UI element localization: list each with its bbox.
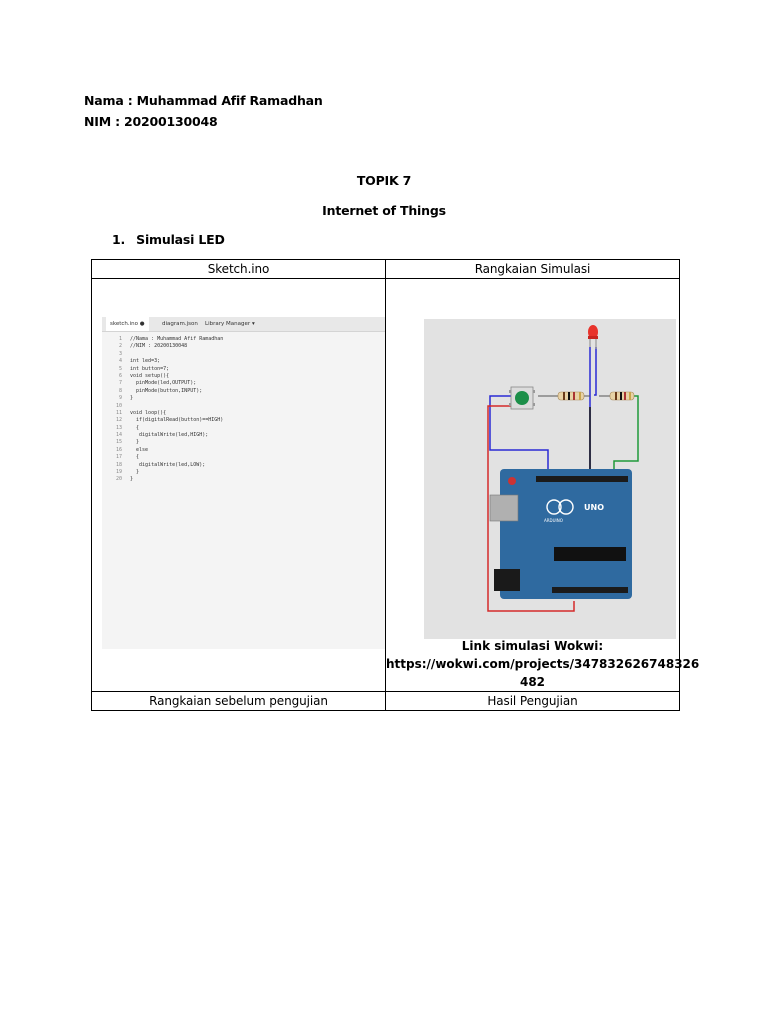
line-number: 12 [115, 417, 122, 424]
line-text: digitalWrite(led,HIGH); [130, 432, 209, 439]
topic-subtitle: Internet of Things [322, 203, 446, 218]
simulation-cell: UNO ARDUINO Link simulasi Wokwi: https:/… [385, 278, 700, 692]
section-number: 1. [112, 232, 126, 247]
line-text: else [130, 446, 149, 453]
line-text: } [130, 395, 134, 402]
push-button-component [509, 386, 535, 410]
code-line: 20} [102, 476, 385, 483]
line-text: int led=3; [130, 358, 161, 365]
topic-title: TOPIK 7 [356, 173, 412, 188]
line-text: pinMode(led,OUTPUT); [130, 380, 197, 387]
link-url-end: 482 [519, 675, 546, 689]
simulation-table: Sketch.ino Rangkaian Simulasi sketch.ino… [91, 259, 700, 711]
line-text: //Nama : Muhammad Afif Ramadhan [130, 336, 224, 342]
line-number: 19 [115, 469, 122, 476]
code-line: 13 { [102, 425, 385, 432]
resistor-2 [609, 391, 635, 401]
code-lines: 1 //Nama : Muhammad Afif Ramadhan 2 //NIM :… [102, 332, 385, 484]
link-url: https://wokwi.com/projects/3478326267483… [386, 657, 700, 671]
line-text: pinMode(button,INPUT); [130, 387, 203, 394]
line-number: 1 [118, 336, 122, 342]
circuit-image: UNO ARDUINO [424, 319, 676, 639]
line-number: 8 [118, 387, 122, 394]
code-line: 16 else [102, 447, 385, 454]
section-label: Simulasi LED [136, 232, 225, 247]
line-number: 11 [115, 409, 122, 416]
link-label: Link simulasi Wokwi: [461, 639, 604, 653]
line-number: 2 [118, 343, 122, 350]
tab-diagram: diagram.json [162, 321, 198, 327]
line-number: 16 [115, 446, 122, 453]
code-line: 9} [102, 395, 385, 402]
wokwi-link[interactable]: Link simulasi Wokwi: https://wokwi.com/p… [386, 637, 700, 691]
line-text: } [130, 476, 134, 483]
line-text: if(digitalRead(button)==HIGH) [130, 417, 224, 424]
line-number: 9 [118, 395, 122, 402]
header-before-test: Rangkaian sebelum pengujian [91, 691, 386, 711]
board-sublabel: ARDUINO [544, 518, 563, 523]
section-heading: 1. Simulasi LED [112, 232, 225, 247]
resistor-1 [557, 391, 585, 401]
code-line: 6 void setup(){ [102, 373, 385, 380]
line-text: } [130, 439, 140, 446]
sketch-cell: sketch.ino ● diagram.json Library Manage… [91, 278, 386, 692]
code-line: 2 //NIM : 20200130048 [102, 343, 385, 350]
line-number: 10 [115, 402, 122, 409]
code-line: 11 void loop(){ [102, 410, 385, 417]
code-line: 3 [102, 351, 385, 358]
code-line: 18 digitalWrite(led,LOW); [102, 462, 385, 469]
line-number: 14 [115, 432, 122, 439]
line-number: 5 [118, 365, 122, 372]
line-number: 6 [118, 372, 122, 379]
student-nim: NIM : 20200130048 [84, 114, 218, 129]
board-label: UNO [584, 503, 604, 512]
tab-library-manager: Library Manager [205, 321, 251, 327]
line-number: 17 [115, 454, 122, 461]
line-text: int button=7; [130, 365, 170, 372]
line-number: 4 [118, 358, 122, 365]
line-number: 13 [115, 424, 122, 431]
line-number: 3 [118, 350, 122, 357]
line-text: //NIM : 20200130048 [130, 343, 188, 350]
code-line: 7 pinMode(led,OUTPUT); [102, 380, 385, 387]
header-test-result: Hasil Pengujian [385, 691, 680, 711]
line-text: { [130, 424, 140, 431]
line-text: } [130, 469, 140, 476]
line-text: digitalWrite(led,LOW); [130, 461, 206, 468]
line-text: { [130, 454, 140, 461]
code-line: 19 } [102, 469, 385, 476]
arduino-board: UNO ARDUINO [489, 469, 632, 599]
circuit-diagram: UNO ARDUINO [487, 325, 639, 612]
header-sketch: Sketch.ino [91, 259, 386, 279]
code-line: 5 int button=7; [102, 366, 385, 373]
code-line: 14 digitalWrite(led,HIGH); [102, 432, 385, 439]
tab-dropdown-icon: ▾ [252, 321, 255, 327]
editor-tabs: sketch.ino ● diagram.json Library Manage… [102, 317, 385, 332]
code-line: 4 int led=3; [102, 358, 385, 365]
code-line: 10 [102, 403, 385, 410]
line-text: void setup(){ [130, 372, 170, 379]
line-number: 20 [115, 476, 122, 483]
code-line: 1 //Nama : Muhammad Afif Ramadhan [102, 336, 385, 343]
line-text: void loop(){ [130, 409, 167, 416]
line-number: 15 [115, 439, 122, 446]
code-line: 15 } [102, 439, 385, 446]
tab-sketch: sketch.ino ● [106, 317, 149, 331]
code-editor-screenshot: sketch.ino ● diagram.json Library Manage… [102, 317, 385, 649]
student-name: Nama : Muhammad Afif Ramadhan [84, 93, 323, 108]
led-component [588, 325, 598, 349]
code-line: 8 pinMode(button,INPUT); [102, 388, 385, 395]
line-number: 18 [115, 461, 122, 468]
code-line: 12 if(digitalRead(button)==HIGH) [102, 417, 385, 424]
code-line: 17 { [102, 454, 385, 461]
header-simulation: Rangkaian Simulasi [385, 259, 680, 279]
line-number: 7 [118, 380, 122, 387]
